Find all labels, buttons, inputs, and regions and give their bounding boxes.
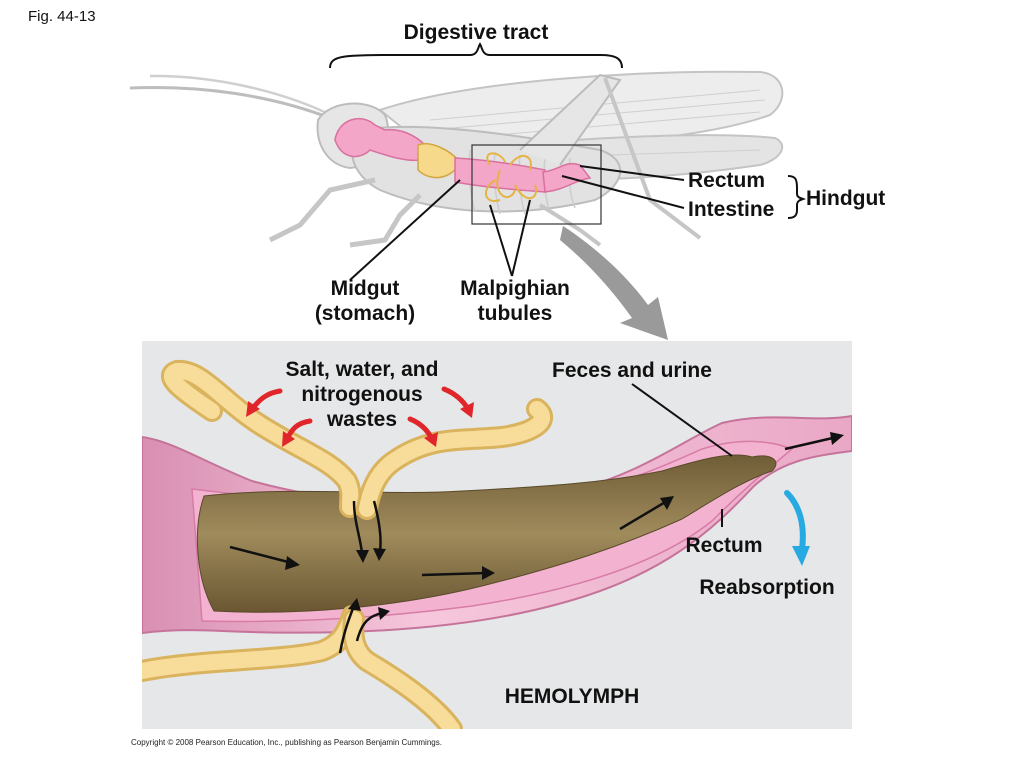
copyright-notice: Copyright © 2008 Pearson Education, Inc.… [131, 738, 442, 747]
intestine-label: Intestine [688, 198, 775, 221]
feces-urine-label: Feces and urine [552, 359, 712, 382]
flow-arrowhead [378, 607, 390, 620]
midgut-label: Midgut (stomach) [290, 276, 440, 326]
salt-water-line3: wastes [326, 408, 398, 431]
flow-arrow [372, 500, 382, 552]
red-arrowhead [246, 401, 260, 417]
flow-arrowhead [285, 556, 300, 570]
flow-arrowhead [373, 548, 386, 561]
hemolymph-label: HEMOLYMPH [504, 685, 640, 708]
flow-arrowhead [348, 598, 361, 611]
malpighian-label-line1: Malpighian [460, 277, 570, 300]
detail-panel: Salt, water, and nitrogenous wastes Fece… [142, 341, 852, 729]
malpighian-leader [489, 204, 513, 277]
hindgut-brace [787, 175, 807, 219]
red-arrowhead [282, 431, 295, 447]
flow-arrowhead [660, 496, 674, 510]
reabsorption-arrowhead [792, 546, 810, 566]
antenna [129, 85, 331, 120]
zoom-box [471, 144, 602, 225]
middle-leg [349, 193, 422, 248]
salt-water-label: Salt, water, and nitrogenous wastes [242, 357, 482, 432]
rectum-label-bottom: Rectum [685, 534, 763, 557]
rectum-leader [579, 165, 685, 181]
antenna [149, 74, 334, 118]
salt-water-line1: Salt, water, and [285, 358, 439, 381]
figure-number: Fig. 44-13 [28, 8, 96, 25]
midgut-label-line1: Midgut [330, 277, 400, 300]
reabsorption-arrow [784, 490, 806, 552]
midgut-leader [349, 179, 461, 281]
digestive-tract-label: Digestive tract [403, 21, 549, 44]
flow-arrow [352, 500, 364, 554]
intestine-leader [561, 175, 685, 209]
flow-arrow [619, 499, 668, 531]
salt-water-line2: nitrogenous [301, 383, 423, 406]
digestive-tract-brace [329, 42, 623, 69]
midgut-label-line2: (stomach) [314, 302, 416, 325]
rectum-label-top: Rectum [688, 169, 766, 192]
malpighian-label-line2: tubules [477, 302, 553, 325]
hindgut-label: Hindgut [806, 187, 886, 210]
malpighian-tubules-upper [160, 360, 553, 520]
grasshopper-illustration [129, 42, 807, 340]
flow-arrow [421, 571, 488, 577]
malpighian-leader [511, 199, 531, 277]
flow-arrowhead [482, 566, 495, 580]
red-arrowhead [424, 432, 438, 447]
hindgut-detail-illustration [142, 360, 852, 729]
flow-arrow [784, 435, 838, 451]
front-leg [268, 177, 376, 243]
hind-leg [519, 73, 622, 166]
leg [538, 203, 602, 247]
malpighian-tubules-small [485, 152, 537, 202]
zoom-arrow [560, 226, 668, 340]
feces-leader [631, 383, 733, 457]
malpighian-label: Malpighian tubules [440, 276, 590, 326]
flow-arrowhead [830, 432, 844, 445]
flow-arrow [229, 545, 293, 565]
reabsorption-label: Reabsorption [699, 576, 835, 599]
flow-arrowhead [356, 550, 369, 563]
red-arrowhead [460, 402, 474, 418]
